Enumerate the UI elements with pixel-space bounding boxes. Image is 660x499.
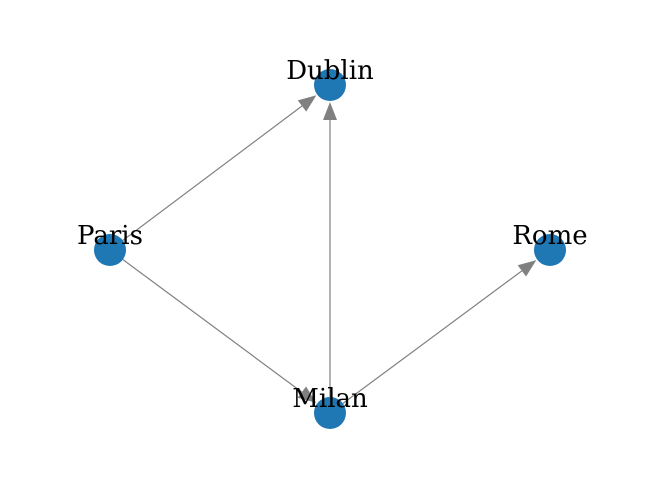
edge-line — [329, 270, 523, 414]
node-dublin — [314, 69, 346, 101]
edge-milan-to-rome — [329, 260, 537, 414]
edge-paris-to-dublin — [109, 95, 317, 251]
node-label-rome: Rome — [512, 221, 587, 251]
arrowhead-icon — [297, 386, 317, 403]
arrowhead-icon — [297, 95, 317, 112]
edge-paris-to-milan — [109, 249, 317, 403]
node-paris — [94, 234, 126, 266]
edge-line — [109, 249, 303, 393]
node-rome — [534, 234, 566, 266]
node-label-milan: Milan — [292, 384, 368, 414]
arrowhead-icon — [517, 260, 537, 277]
arrowhead-icon — [323, 102, 337, 120]
nodes-layer — [94, 69, 566, 429]
node-label-paris: Paris — [77, 221, 143, 251]
node-label-dublin: Dublin — [286, 56, 374, 86]
edge-milan-to-dublin — [323, 102, 337, 413]
edge-line — [109, 105, 303, 251]
node-milan — [314, 397, 346, 429]
edges-layer — [109, 95, 537, 414]
